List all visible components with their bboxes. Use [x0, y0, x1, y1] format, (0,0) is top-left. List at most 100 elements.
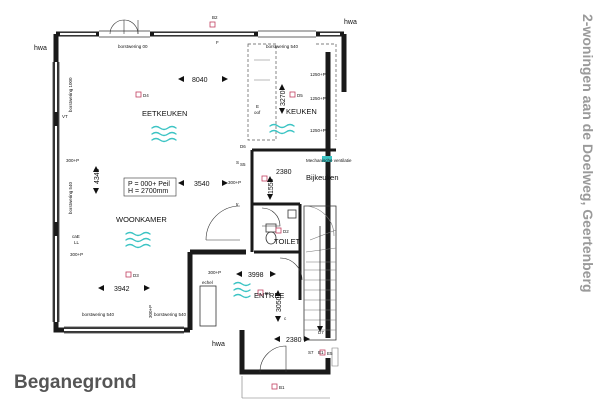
code-meter: echel — [202, 280, 213, 285]
room-woonkamer: WOONKAMER — [116, 215, 167, 224]
code-d3: D3 — [133, 273, 139, 278]
arrow-3270-down — [279, 108, 285, 114]
code-d7: D7 — [318, 330, 324, 335]
dim-4340: 4340 — [94, 168, 101, 184]
arrow-8040-right — [222, 76, 228, 82]
code-s5: S5 — [240, 162, 246, 167]
socket-1250p-2: 1250+P — [310, 128, 326, 133]
staircase — [303, 205, 337, 341]
fixture-b2 — [209, 21, 216, 28]
hwa-bottom: hwa — [212, 341, 225, 348]
fixture-b1 — [271, 383, 278, 390]
borstwering-left-1: borstwering 1000 — [68, 77, 73, 112]
room-entree: ENTREE — [254, 291, 284, 300]
heating-bijkeuken — [322, 156, 332, 162]
arrow-3998-left — [236, 271, 242, 277]
arrow-8040-left — [178, 76, 184, 82]
fixture-d6 — [261, 175, 268, 182]
dimension-arrows — [93, 76, 310, 342]
dim-3540: 3540 — [194, 181, 210, 188]
peil-line-2: H = 2700mm — [128, 188, 168, 195]
code-d2: D2 — [283, 229, 289, 234]
arrow-1550-up — [267, 176, 273, 182]
room-toilet: TOILET — [274, 237, 301, 246]
arrow-3998-right — [270, 271, 276, 277]
code-ll: LL — [74, 240, 80, 245]
socket-300p-5: 300+P — [148, 305, 153, 318]
code-tr: tr — [236, 202, 239, 207]
project-name: 2-woningen aan de Doelweg, Geertenberg — [580, 14, 596, 293]
heating-keuken — [269, 123, 295, 135]
dim-3998: 3998 — [248, 272, 264, 279]
borstwering-bot-2: borstwering 540 — [154, 312, 187, 317]
dim-3942: 3942 — [114, 286, 130, 293]
socket-300p-4: 300+P — [208, 270, 221, 275]
floor-heating-icons — [125, 123, 332, 299]
dim-3270: 3270 — [280, 90, 287, 106]
arrow-3270-up — [279, 84, 285, 90]
borstwering-left-2: borstwering 540 — [68, 181, 73, 214]
fixture-d1 — [257, 289, 264, 296]
kitchen-counter — [247, 43, 337, 141]
dim-1550: 1550 — [268, 178, 275, 194]
code-d1: D1 — [265, 291, 271, 296]
borstwering-top-1: borstwering 00 — [118, 44, 148, 49]
code-b1: B1 — [279, 385, 285, 390]
code-s: S — [236, 160, 239, 165]
peil-line-1: P = 000+ Peil — [128, 181, 170, 188]
arrow-3050-up — [275, 290, 281, 296]
arrow-3050-down — [275, 316, 281, 322]
floor-title: Beganegrond — [14, 372, 137, 393]
meter-cupboard — [199, 285, 217, 327]
borstwering-top-2: borstwering 540 — [266, 44, 299, 49]
code-d5: D5 — [297, 93, 303, 98]
arrow-1550-down — [267, 194, 273, 200]
socket-1250p-1: 1250+P — [310, 96, 326, 101]
room-eetkeuken: EETKEUKEN — [142, 109, 187, 118]
arrow-3942-right — [144, 285, 150, 291]
fixture-d2 — [275, 227, 282, 234]
arrow-3540-left — [178, 180, 184, 186]
code-d4: D4 — [143, 93, 149, 98]
arrow-4340-down — [93, 188, 99, 194]
heating-entree — [233, 281, 251, 299]
code-s7: S7 — [308, 350, 314, 355]
socket-300p-2: 300+P — [70, 252, 83, 257]
room-bijkeuken: Bijkeuken — [306, 173, 339, 182]
code-f: F — [216, 40, 219, 45]
code-cai: caE — [72, 234, 80, 239]
code-e: E — [256, 104, 259, 109]
arrow-2380b-right — [304, 336, 310, 342]
dim-3050: 3050 — [276, 296, 283, 312]
vent-text: Mechanische ventilatie — [306, 158, 352, 163]
heating-eetkeuken — [151, 125, 177, 143]
socket-1250p-3: 1250+P — [310, 72, 326, 77]
arrow-3540-right — [222, 180, 228, 186]
fixture-markers — [125, 21, 326, 390]
arrow-4340-up — [93, 166, 99, 172]
hwa-top: hwa — [344, 19, 357, 26]
code-b2: B2 — [212, 15, 218, 20]
garden-doors[interactable] — [109, 19, 139, 35]
room-keuken: KEUKEN — [286, 107, 317, 116]
code-e1: E1 — [318, 350, 324, 355]
socket-300p-3: 300+P — [228, 180, 241, 185]
fixture-e5 — [319, 349, 326, 356]
fixture-d3 — [125, 271, 132, 278]
dim-2380a: 2380 — [276, 169, 292, 176]
dim-2380b: 2380 — [286, 337, 302, 344]
code-c: c — [284, 316, 287, 321]
socket-300p-1: 300+P — [66, 158, 79, 163]
code-ox: oof — [254, 110, 261, 115]
interior-doors[interactable] — [205, 205, 303, 373]
code-d6: D6 — [240, 144, 246, 149]
dim-8040: 8040 — [192, 77, 208, 84]
borstwering-bot-1: borstwering 540 — [82, 312, 115, 317]
code-e5: E5 — [327, 351, 333, 356]
hwa-left: hwa — [34, 45, 47, 52]
fixture-d4 — [135, 91, 142, 98]
code-vt: VT — [62, 114, 68, 119]
peil-box — [123, 177, 177, 197]
porch — [241, 347, 339, 399]
